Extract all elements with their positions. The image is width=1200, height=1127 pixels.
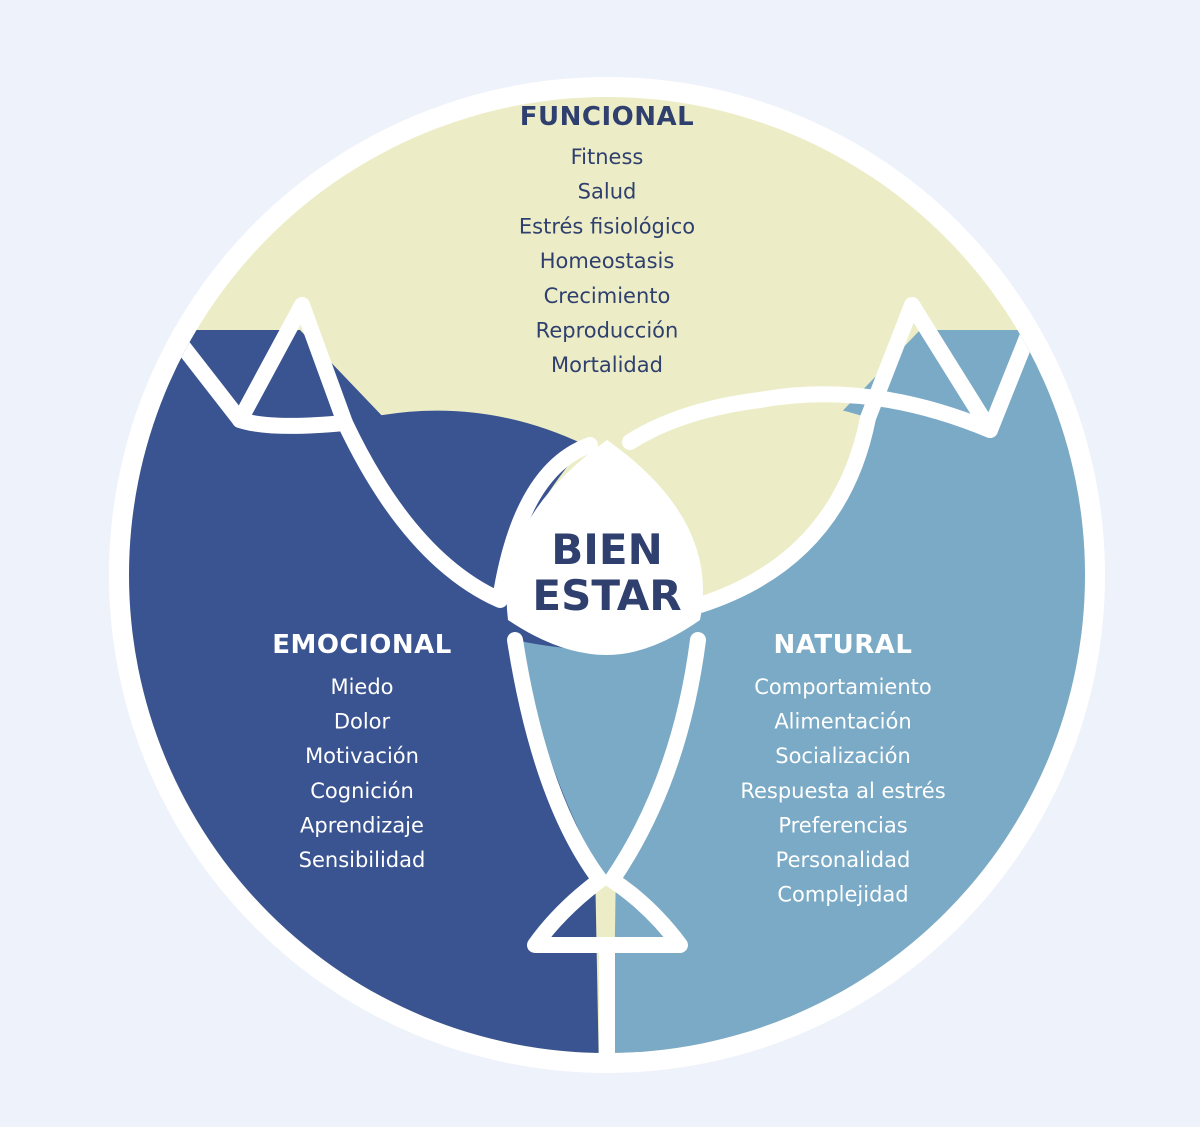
funcional-item: Salud [578,180,637,204]
funcional-item: Mortalidad [551,353,663,377]
emocional-item: Dolor [334,710,391,734]
emocional-item: Sensibilidad [299,848,426,872]
funcional-item: Fitness [571,145,644,169]
center-title-line2: ESTAR [532,571,681,620]
natural-item: Personalidad [776,848,911,872]
emocional-item: Miedo [330,675,393,699]
emocional-inner-lobe [345,410,585,600]
center-lens [506,440,704,655]
natural-inner-lobe [515,640,698,880]
center-title-line1: BIEN [551,525,662,574]
funcional-item: Crecimiento [544,284,671,308]
emocional-title: EMOCIONAL [272,630,452,660]
natural-item: Respuesta al estrés [740,779,945,803]
natural-item: Comportamiento [754,675,932,699]
natural-item: Complejidad [777,883,908,907]
funcional-item: Reproducción [536,319,679,343]
natural-item: Preferencias [778,813,907,837]
emocional-item: Cognición [310,779,414,803]
emocional-item: Aprendizaje [300,813,424,837]
funcional-title: FUNCIONAL [520,102,694,132]
natural-title: NATURAL [774,630,913,660]
funcional-item: Estrés fisiológico [519,214,695,238]
natural-item: Socialización [775,744,911,768]
natural-item: Alimentación [774,710,911,734]
natural-section: NATURAL ComportamientoAlimentaciónSocial… [740,630,945,907]
funcional-item: Homeostasis [540,249,675,273]
interlaced-ribbons [129,292,1085,1053]
emocional-section: EMOCIONAL MiedoDolorMotivaciónCogniciónA… [272,630,452,872]
emocional-item: Motivación [305,744,419,768]
